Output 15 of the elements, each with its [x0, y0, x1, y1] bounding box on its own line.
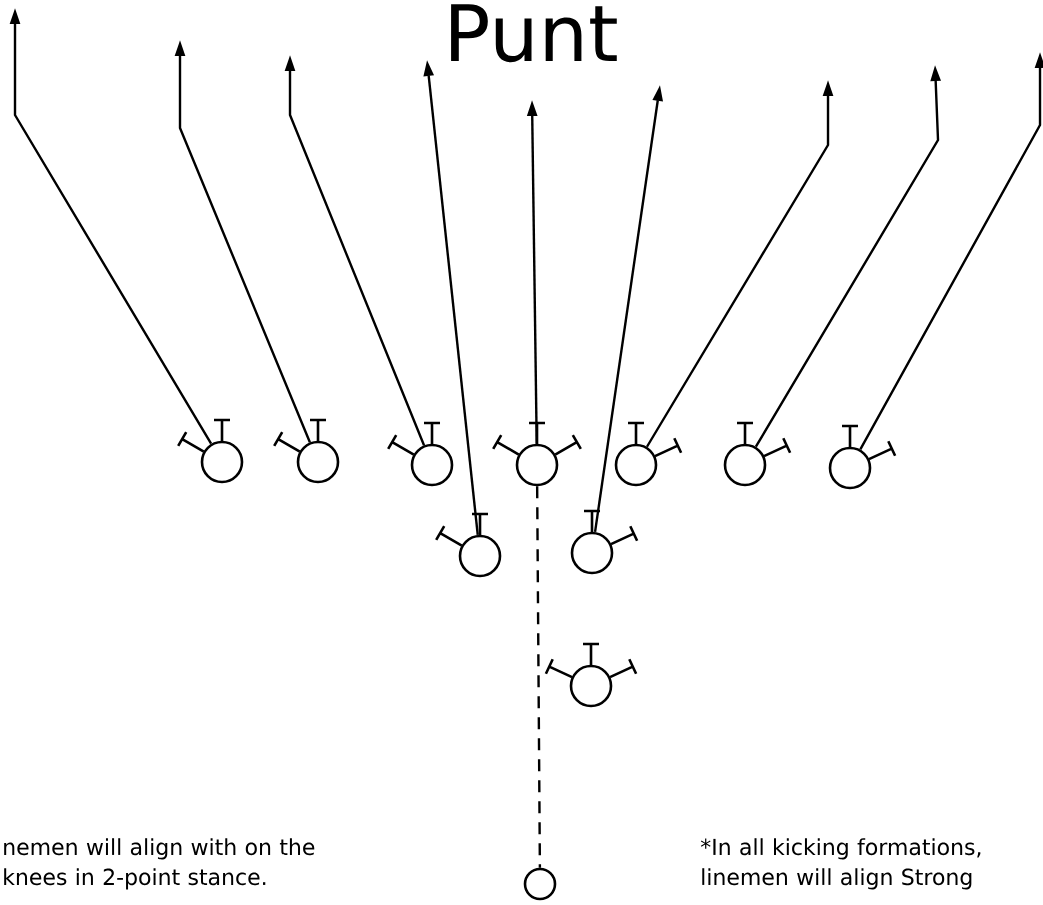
player-symbol — [723, 421, 792, 487]
player-symbol — [614, 421, 683, 487]
player-symbol — [434, 512, 502, 578]
player-symbol — [272, 418, 340, 484]
title: Punt — [451, 4, 617, 63]
player-symbol — [386, 421, 454, 487]
player-symbol — [570, 509, 639, 575]
player-symbol — [176, 418, 244, 484]
player-symbol — [544, 642, 638, 708]
note-text: *In all kicking formations, linemen will align Strong — [700, 838, 981, 890]
player-symbol — [491, 421, 583, 487]
snap-line — [535, 486, 542, 868]
player-symbol — [523, 867, 557, 901]
note-text: nemen will align with on the knees in 2-point stance. — [4, 838, 315, 890]
player-symbol — [828, 424, 897, 490]
